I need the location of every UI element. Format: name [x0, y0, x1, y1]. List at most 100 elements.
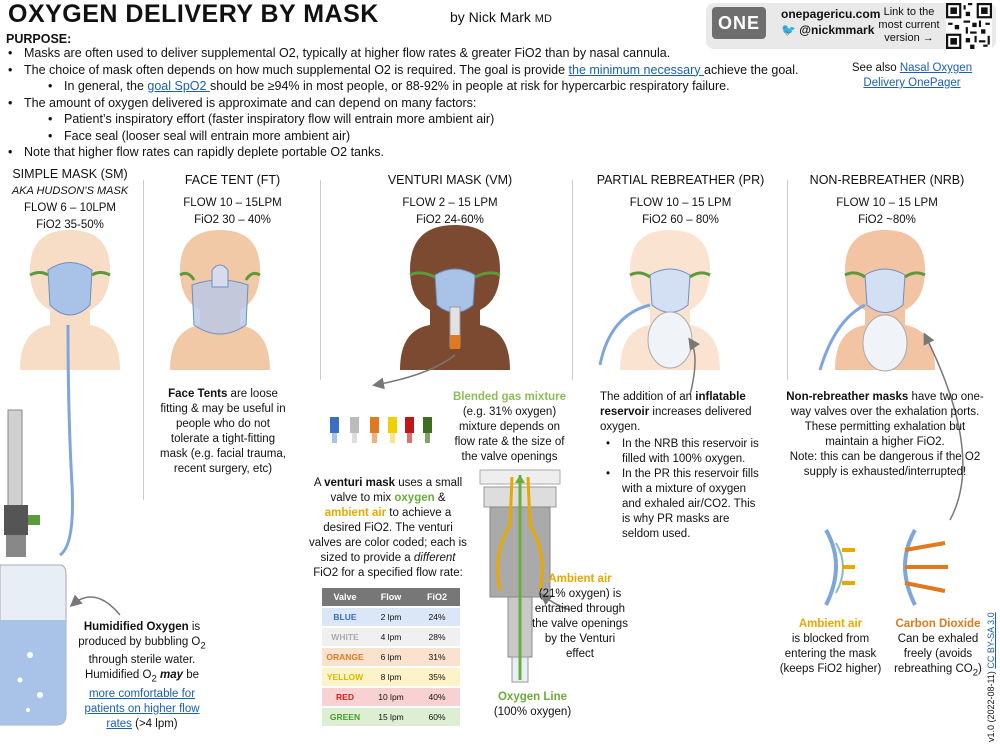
column-venturi-mask: VENTURI MASK (VM) FLOW 2 – 15 LPM FiO2 2… — [330, 172, 570, 229]
venturi-valves-illustration — [330, 417, 432, 443]
onepager-logo[interactable]: ONE — [712, 7, 766, 39]
vm-flow: FLOW 2 – 15 LPM — [402, 197, 498, 209]
valve-flow-cell: 8 lpm — [368, 668, 414, 686]
page-title: OXYGEN DELIVERY BY MASK — [8, 0, 379, 28]
valve-valve-cell: ORANGE — [322, 648, 368, 666]
valve-flow-cell: 6 lpm — [368, 648, 414, 666]
blended-gas-label: Blended gas mixture (e.g. 31% oxygen) mi… — [452, 391, 567, 463]
sm-flow: FLOW 6 – 10LPM — [23, 202, 117, 214]
purpose-list: Masks are often used to deliver suppleme… — [2, 45, 842, 161]
valve-fio2-cell: 60% — [414, 708, 460, 726]
humidifier-illustration — [0, 409, 67, 726]
face-tent-face-illustration — [170, 230, 270, 370]
valve-flow-cell: 4 lpm — [368, 628, 414, 646]
arrow — [688, 337, 700, 396]
ft-flow: FLOW 10 – 15LPM — [183, 197, 282, 209]
reservoir-bullet-1: In the NRB this reservoir is filled with… — [600, 437, 760, 467]
purpose-bullet-2a: In general, the goal SpO2 should be ≥94%… — [2, 78, 842, 95]
one-way-valve-co2 — [903, 529, 948, 606]
twitter-handle[interactable]: 🐦 @nickmmark — [781, 23, 875, 37]
valve-fio2-cell: 24% — [414, 608, 460, 626]
purpose-bullet-2: The choice of mask often depends on how … — [2, 62, 842, 79]
valve-flow-cell: 15 lpm — [368, 708, 414, 726]
twitter-icon: 🐦 — [781, 23, 796, 37]
vm-fio2: FiO2 24-60% — [416, 214, 484, 226]
reservoir-description: The addition of an inflatable reservoir … — [600, 390, 760, 542]
nrb-fio2: FiO2 ~80% — [858, 214, 916, 226]
sm-aka: AKA HUDSON’S MASK — [11, 185, 129, 197]
arrow — [923, 332, 964, 521]
arrow — [372, 354, 456, 390]
one-way-valve-ambient — [824, 529, 855, 606]
purpose-bullet-3b: Face seal (looser seal will entrain more… — [2, 128, 842, 145]
version: v1.0 (2022-08-11) — [986, 671, 996, 742]
valve-valve-cell: WHITE — [322, 628, 368, 646]
author-suffix: MD — [534, 13, 552, 25]
simple-mask-face-illustration — [20, 230, 120, 370]
table-header: FiO2 — [414, 588, 460, 606]
humidified-link[interactable]: more comfortable for patients on higher … — [84, 687, 200, 730]
partial-rebreather-face-illustration — [598, 230, 720, 370]
purpose-bullet-1: Masks are often used to deliver suppleme… — [2, 45, 842, 62]
oxygen-line-label: Oxygen Line (100% oxygen) — [493, 691, 572, 718]
valve-valve-cell: RED — [322, 688, 368, 706]
oxygen-tubing — [59, 324, 74, 557]
license-link[interactable]: CC BY-SA 3.0 — [986, 612, 996, 669]
nasal-oxygen-link[interactable]: Nasal Oxygen Delivery OnePager — [863, 62, 973, 89]
venturi-valve-diagram — [479, 469, 571, 683]
column-divider — [572, 180, 573, 380]
column-divider — [787, 180, 788, 380]
nrb-face-illustration — [818, 230, 935, 372]
minimum-necessary-link[interactable]: the minimum necessary — [568, 62, 704, 77]
link-current-version[interactable]: Link to the most current version → — [878, 6, 940, 44]
valve-fio2-cell: 40% — [414, 688, 460, 706]
valve-fio2-cell: 35% — [414, 668, 460, 686]
venturi-description: A venturi mask uses a small valve to mix… — [309, 477, 467, 579]
illustrations — [0, 225, 964, 726]
valve-valve-cell: BLUE — [322, 608, 368, 626]
purpose-bullet-4: Note that higher flow rates can rapidly … — [2, 144, 842, 161]
pr-fio2: FiO2 60 – 80% — [642, 214, 719, 226]
column-partial-rebreather: PARTIAL REBREATHER (PR) FLOW 10 – 15 LPM… — [578, 172, 783, 229]
column-divider — [320, 180, 321, 380]
ambient-air-blocked-label: Ambient air is blocked from entering the… — [779, 618, 882, 675]
pr-flow: FLOW 10 – 15 LPM — [629, 197, 732, 209]
goal-spo2-link[interactable]: goal SpO2 — [147, 79, 210, 93]
valve-valve-cell: GREEN — [322, 708, 368, 726]
qr-code[interactable] — [946, 3, 992, 49]
arrow — [69, 594, 121, 616]
purpose-heading: PURPOSE: — [6, 32, 72, 46]
valve-flow-cell: 10 lpm — [368, 688, 414, 706]
author-name: by Nick Mark — [450, 9, 531, 25]
nrb-name: NON-REBREATHER (NRB) — [809, 173, 965, 187]
sm-name: SIMPLE MASK (SM) — [12, 167, 128, 181]
ft-fio2: FiO2 30 – 40% — [194, 214, 271, 226]
face-tent-description: Face Tents are loose fitting & may be us… — [160, 388, 286, 475]
column-non-rebreather: NON-REBREATHER (NRB) FLOW 10 – 15 LPM Fi… — [792, 172, 982, 229]
humidified-description: Humidified Oxygen is produced by bubblin… — [78, 621, 206, 730]
carbon-dioxide-label: Carbon Dioxide Can be exhaled freely (av… — [894, 618, 982, 679]
site-info: onepagericu.com 🐦 @nickmmark — [781, 6, 880, 38]
see-also: See also Nasal Oxygen Delivery OnePager — [851, 62, 973, 89]
purpose-bullet-3a: Patient’s inspiratory effort (faster ins… — [2, 111, 842, 128]
reservoir-bullet-2: In the PR this reservoir fills with a mi… — [600, 467, 760, 542]
author: by Nick Mark MD — [450, 9, 552, 25]
ambient-air-venturi-label: Ambient air (21% oxygen) is entrained th… — [532, 573, 628, 660]
valve-fio2-cell: 31% — [414, 648, 460, 666]
valve-fio2-cell: 28% — [414, 628, 460, 646]
valve-flow-cell: 2 lpm — [368, 608, 414, 626]
pr-name: PARTIAL REBREATHER (PR) — [596, 173, 765, 187]
column-face-tent: FACE TENT (FT) FLOW 10 – 15LPM FiO2 30 –… — [150, 172, 315, 229]
valve-valve-cell: YELLOW — [322, 668, 368, 686]
vm-name: VENTURI MASK (VM) — [387, 173, 513, 187]
site-link[interactable]: onepagericu.com — [781, 7, 881, 21]
purpose-bullet-3: The amount of oxygen delivered is approx… — [2, 95, 842, 112]
nrb-description: Non-rebreather masks have two one-way va… — [786, 391, 984, 478]
